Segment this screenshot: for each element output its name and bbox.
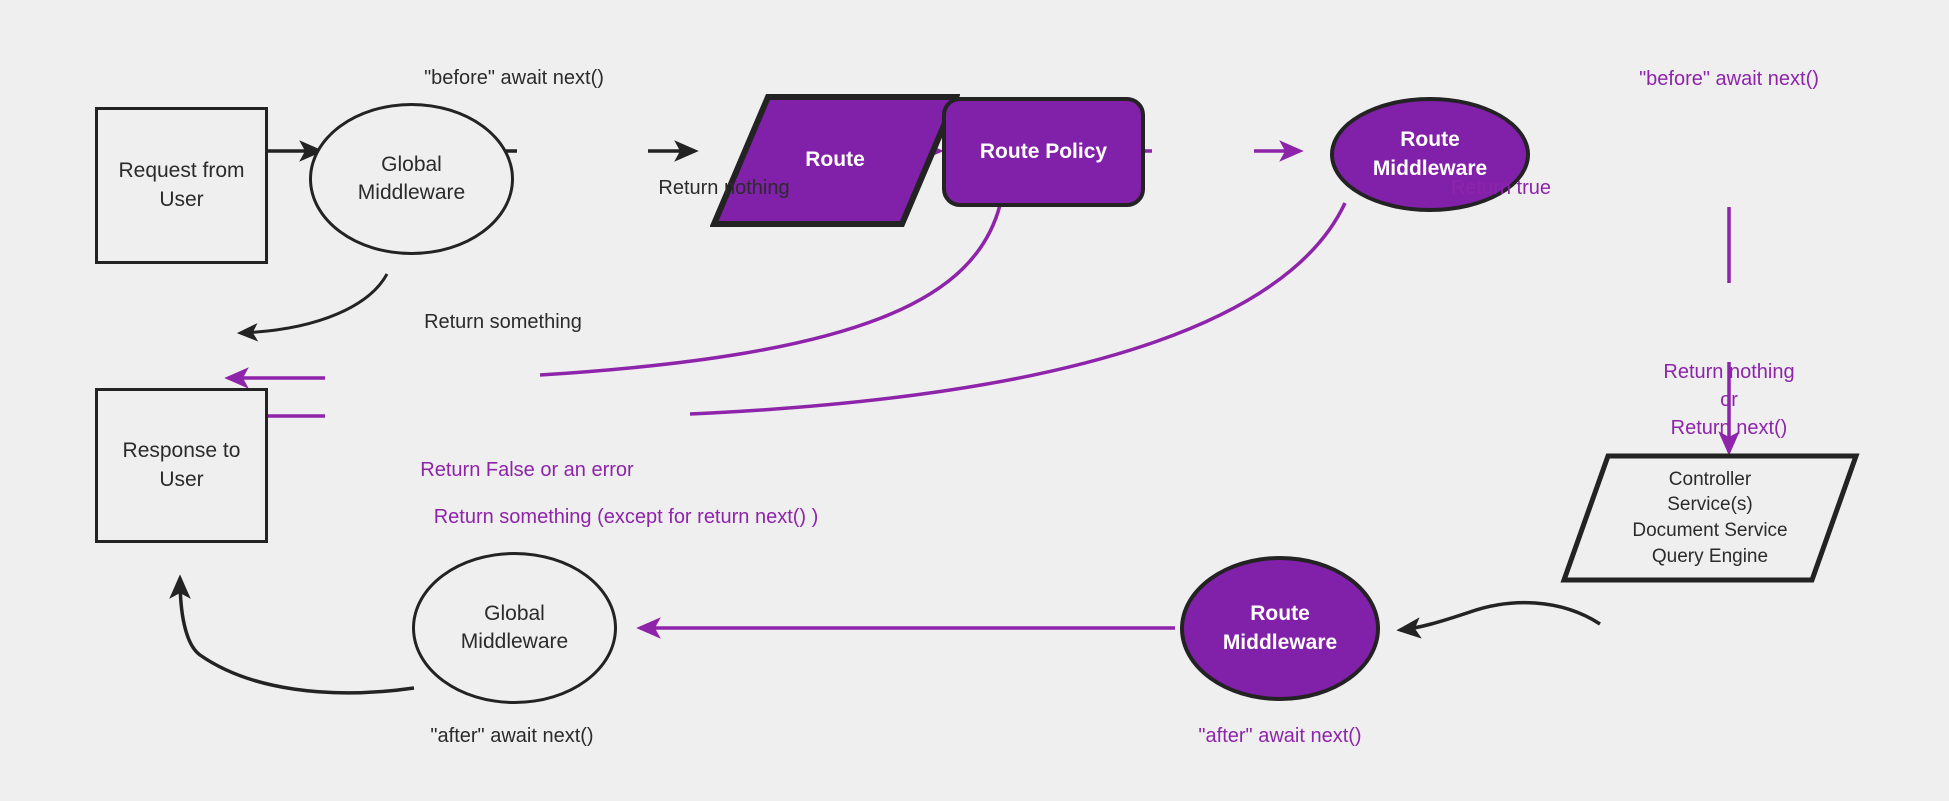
edge-global-middleware-bottom-to-response [169, 574, 415, 695]
node-global-middleware-top-label: Global Middleware [357, 152, 466, 204]
edge-global-middleware-to-response [236, 273, 389, 342]
node-request-from-user-label: Request from User [118, 159, 245, 211]
controller-parallelogram-shape [1560, 453, 1860, 583]
route-parallelogram-shape [710, 94, 960, 227]
node-response-to-user-label: Response to User [122, 439, 241, 491]
node-route-middleware-bottom[interactable]: Route Middleware [1180, 556, 1380, 701]
label-return-nothing-or-next: Return nothing or Return next() [1663, 361, 1795, 439]
node-controller-services[interactable]: Controller Service(s) Document Service Q… [1560, 452, 1860, 584]
node-route-middleware-bottom-label: Route Middleware [1222, 602, 1338, 654]
node-global-middleware-top[interactable]: Global Middleware [309, 103, 514, 255]
label-after-await-next-global: "after" await next() [430, 725, 594, 747]
label-before-await-next-global: "before" await next() [424, 67, 604, 89]
label-after-await-next-route: "after" await next() [1198, 725, 1362, 747]
node-response-to-user[interactable]: Response to User [95, 388, 268, 543]
label-return-something-top: Return something [424, 311, 582, 333]
label-return-nothing: Return nothing [658, 177, 790, 199]
label-return-something-except: Return something (except for return next… [433, 506, 819, 528]
node-route-policy[interactable]: Route Policy [942, 97, 1145, 207]
edge-controller-to-route-middleware-bottom [1396, 600, 1601, 639]
node-global-middleware-bottom[interactable]: Global Middleware [412, 552, 617, 704]
label-return-false-or-error: Return False or an error [420, 459, 634, 481]
node-request-from-user[interactable]: Request from User [95, 107, 268, 264]
label-before-await-next-route: "before" await next() [1639, 68, 1819, 90]
edge-route-middleware-to-response [689, 202, 1347, 416]
edge-route-policy-to-response [539, 204, 1002, 377]
node-route-policy-label: Route Policy [979, 139, 1108, 163]
node-global-middleware-bottom-label: Global Middleware [460, 601, 569, 653]
node-controller-services-label: Controller Service(s) Document Service Q… [1632, 468, 1788, 567]
label-return-true: Return true [1450, 177, 1552, 199]
node-route[interactable]: Route [710, 93, 960, 228]
node-route-label: Route [805, 148, 865, 172]
